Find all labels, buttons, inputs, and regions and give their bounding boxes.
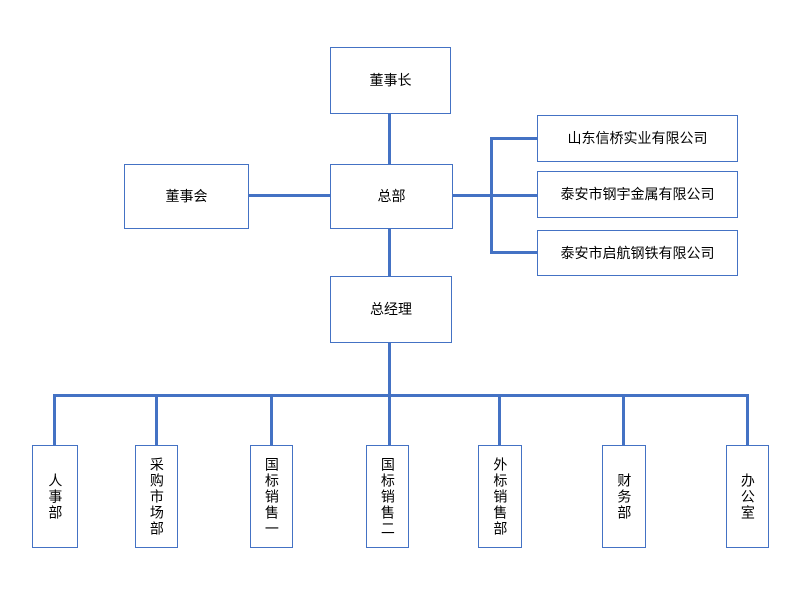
- node-dept-external-sales: 外标销售部: [478, 445, 522, 548]
- node-general-manager: 总经理: [330, 276, 452, 343]
- node-dept-national-sales-1: 国标销售一: [250, 445, 293, 548]
- node-dept-purchasing-market: 采购市场部: [135, 445, 178, 548]
- node-chairman: 董事长: [330, 47, 451, 114]
- node-board: 董事会: [124, 164, 249, 229]
- connector-headquarters-general-manager: [388, 228, 391, 277]
- connector-drop-dept-2: [155, 395, 158, 446]
- node-dept-office: 办公室: [726, 445, 769, 548]
- connector-drop-dept-1: [53, 395, 56, 446]
- node-company-shandong-xinqiao: 山东信桥实业有限公司: [537, 115, 738, 162]
- connector-company-trunk-vertical: [490, 137, 493, 254]
- node-headquarters: 总部: [330, 164, 453, 229]
- connector-headquarters-company-trunk: [452, 194, 538, 197]
- connector-drop-dept-7: [746, 395, 749, 446]
- node-dept-national-sales-2: 国标销售二: [366, 445, 409, 548]
- connector-drop-dept-5: [498, 395, 501, 446]
- node-company-taian-qihang: 泰安市启航钢铁有限公司: [537, 230, 738, 276]
- node-dept-hr: 人事部: [32, 445, 78, 548]
- connector-department-bus: [53, 394, 749, 397]
- connector-drop-dept-3: [270, 395, 273, 446]
- connector-branch-company-3: [490, 251, 538, 254]
- connector-drop-dept-6: [622, 395, 625, 446]
- connector-chairman-headquarters: [388, 113, 391, 165]
- connector-branch-company-1: [490, 137, 538, 140]
- node-company-taian-gangyu: 泰安市钢宇金属有限公司: [537, 171, 738, 218]
- node-dept-finance: 财务部: [602, 445, 646, 548]
- connector-board-headquarters: [248, 194, 331, 197]
